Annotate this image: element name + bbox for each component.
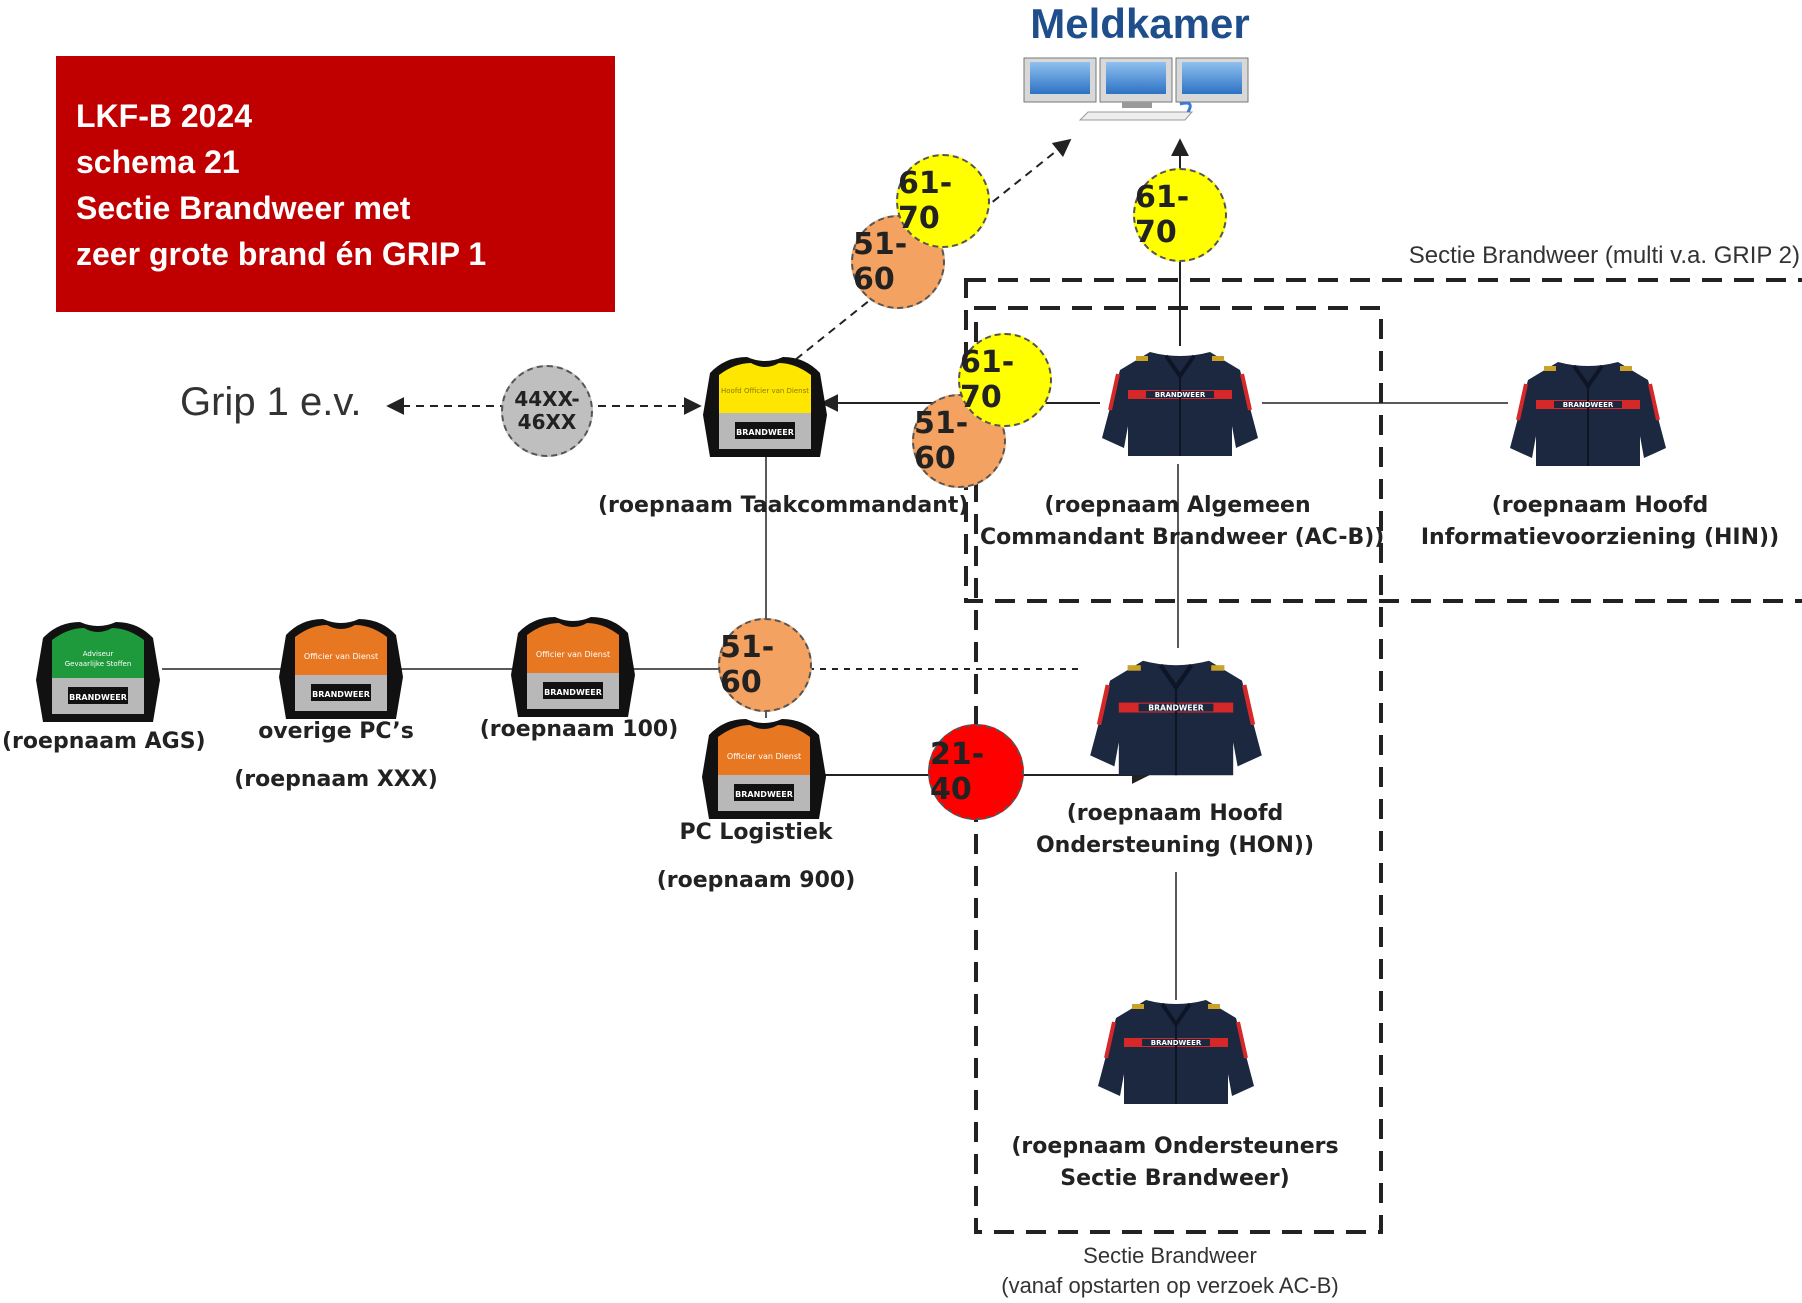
r100-label: (roepnaam 100) <box>479 717 679 742</box>
title-line-3: Sectie Brandweer met <box>76 190 411 226</box>
vest-brandweer-text-2: BRANDWEER <box>544 688 602 697</box>
acb-label-line-2: Commandant Brandweer (AC-B)) <box>980 525 1385 550</box>
acb-jacket-icon: BRANDWEER <box>1100 350 1260 458</box>
logistiek-label-line-2: (roepnaam 900) <box>656 868 856 893</box>
ondersteuners-label: (roepnaam Ondersteuners Sectie Brandweer… <box>1010 1131 1340 1195</box>
grip-code-badge: 44XX- 46XX <box>501 365 593 457</box>
acb-yellow-badge: 61-70 <box>958 333 1052 427</box>
hon-label-line-2: Ondersteuning (HON)) <box>1035 833 1315 858</box>
meldkamer-title: Meldkamer <box>1030 0 1250 47</box>
hon-red-badge: 21-40 <box>928 724 1024 820</box>
vest-brandweer-text-ags: BRANDWEER <box>69 693 127 702</box>
vest-brandweer-text-tc: BRANDWEER <box>736 428 794 437</box>
r100-vest-icon: Officier van Dienst BRANDWEER <box>511 617 635 717</box>
hin-label: (roepnaam Hoofd Informatievoorziening (H… <box>1420 490 1780 554</box>
logistiek-label-line-1: PC Logistiek <box>679 820 833 845</box>
overige-label: overige PC’s (roepnaam XXX) <box>226 716 446 796</box>
logistiek-vest-icon: Officier van Dienst BRANDWEER <box>702 719 826 819</box>
vest-hovd-text: Hoofd Officier van Dienst <box>721 387 809 395</box>
overige-pc-vest-icon: Officier van Dienst BRANDWEER <box>279 619 403 719</box>
meldkamer-yellow-badge: 61-70 <box>1133 168 1227 262</box>
hin-label-line-2: Informatievoorziening (HIN)) <box>1420 525 1780 550</box>
vest-ags-text-1: Adviseur <box>83 650 114 658</box>
hon-label-line-1: (roepnaam Hoofd <box>1066 801 1284 826</box>
tc-upper-yellow-badge: 61-70 <box>896 154 990 248</box>
hin-label-line-1: (roepnaam Hoofd <box>1491 493 1709 518</box>
hon-jacket-icon: BRANDWEER <box>1090 661 1262 775</box>
jacket-brandweer-text-hon: BRANDWEER <box>1148 703 1204 712</box>
grip-code-line-2: 46XX <box>517 410 577 434</box>
title-box: LKF-B 2024 schema 21 Sectie Brandweer me… <box>56 56 615 312</box>
acb-label: (roepnaam Algemeen Commandant Brandweer … <box>980 490 1385 554</box>
ags-vest-icon: Adviseur Gevaarlijke Stoffen BRANDWEER <box>36 622 160 722</box>
vest-brandweer-text-3: BRANDWEER <box>735 790 793 799</box>
grip-label: Grip 1 e.v. <box>180 380 362 424</box>
ags-label: (roepnaam AGS) <box>2 729 206 754</box>
overige-label-line-2: (roepnaam XXX) <box>234 767 438 792</box>
taakcommandant-label: (roepnaam Taakcommandant) <box>598 493 969 518</box>
vest-brandweer-text-1: BRANDWEER <box>312 690 370 699</box>
vest-ovd-text-2: Officier van Dienst <box>536 650 610 659</box>
title-line-1: LKF-B 2024 <box>76 98 253 134</box>
grip-code-line-1: 44XX- <box>514 387 580 411</box>
meldkamer-monitors-icon <box>1023 57 1249 121</box>
section-bottom-line-1: Sectie Brandweer <box>1083 1243 1257 1268</box>
logistiek-orange-badge: 51-60 <box>718 618 812 712</box>
hin-jacket-icon: BRANDWEER <box>1508 360 1668 468</box>
jacket-brandweer-text-hin: BRANDWEER <box>1563 401 1614 409</box>
jacket-brandweer-text-acb: BRANDWEER <box>1155 391 1206 399</box>
hon-label: (roepnaam Hoofd Ondersteuning (HON)) <box>1020 798 1330 862</box>
jacket-brandweer-text-ond: BRANDWEER <box>1151 1039 1202 1047</box>
title-line-4: zeer grote brand én GRIP 1 <box>76 236 487 272</box>
ondersteuners-label-line-1: (roepnaam Ondersteuners <box>1011 1134 1339 1159</box>
section-multi-label: Sectie Brandweer (multi v.a. GRIP 2) <box>1408 242 1800 269</box>
ondersteuners-jacket-icon: BRANDWEER <box>1096 998 1256 1106</box>
section-bottom-label: Sectie Brandweer (vanaf opstarten op ver… <box>960 1241 1380 1301</box>
ondersteuners-label-line-2: Sectie Brandweer) <box>1060 1166 1290 1191</box>
acb-label-line-1: (roepnaam Algemeen <box>1044 493 1311 518</box>
vest-ovd-text-3: Officier van Dienst <box>727 752 801 761</box>
taakcommandant-vest-icon: Hoofd Officier van Dienst BRANDWEER <box>703 357 827 457</box>
section-bottom-line-2: (vanaf opstarten op verzoek AC-B) <box>1001 1273 1339 1298</box>
tc-upper-orange-badge: 51-60 <box>851 215 945 309</box>
title-line-2: schema 21 <box>76 144 240 180</box>
vest-ags-text-2: Gevaarlijke Stoffen <box>65 660 132 668</box>
logistiek-label: PC Logistiek (roepnaam 900) <box>650 817 862 897</box>
vest-ovd-text-1: Officier van Dienst <box>304 652 378 661</box>
overige-label-line-1: overige PC’s <box>258 719 414 744</box>
